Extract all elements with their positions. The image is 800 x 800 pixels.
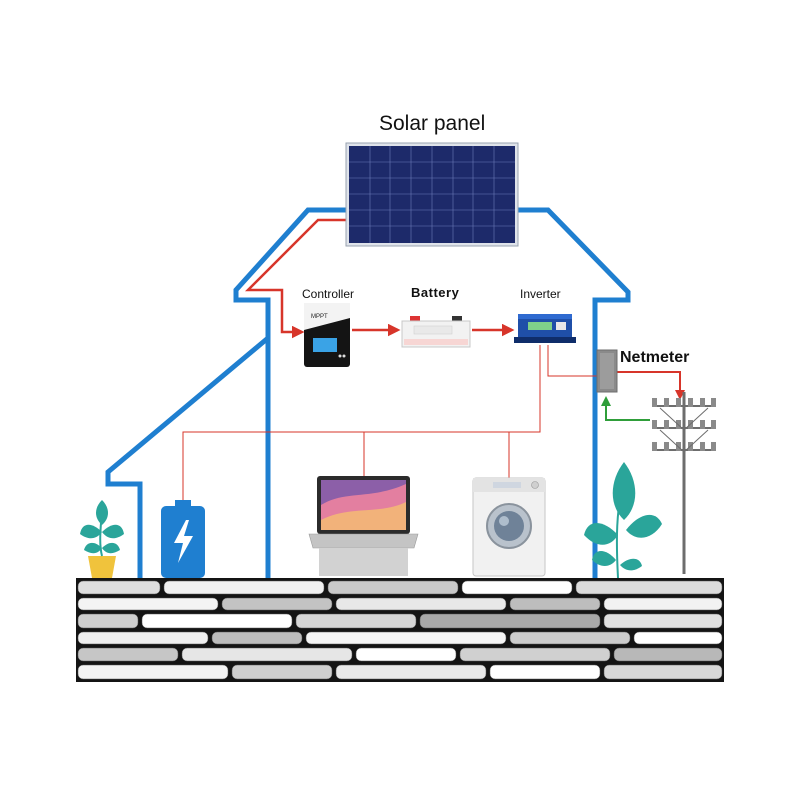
battery-label: Battery bbox=[411, 285, 460, 300]
panel-to-controller-wire bbox=[244, 218, 348, 339]
solar-panel-label: Solar panel bbox=[379, 112, 486, 135]
house-roof-left bbox=[233, 207, 346, 578]
charge-controller-icon: MPPT bbox=[304, 303, 350, 367]
power-pole-icon bbox=[652, 392, 716, 574]
garden-plant-icon bbox=[584, 462, 662, 579]
controller-label: Controller bbox=[302, 287, 355, 301]
washing-machine-icon bbox=[472, 477, 546, 577]
netmeter-icon bbox=[596, 349, 618, 393]
house-annex bbox=[105, 336, 270, 578]
potted-plant-icon bbox=[80, 500, 124, 578]
netmeter-label: Netmeter bbox=[620, 349, 690, 366]
inverter-icon bbox=[514, 314, 576, 343]
laptop-icon bbox=[308, 476, 419, 576]
power-bank-icon bbox=[161, 500, 205, 578]
stone-wall bbox=[76, 578, 724, 682]
solar-panel-icon bbox=[345, 142, 519, 247]
battery-icon bbox=[401, 316, 471, 348]
netmeter-to-grid-wire bbox=[616, 371, 685, 400]
ac-wires bbox=[182, 345, 597, 505]
controller-brand-text: MPPT bbox=[311, 314, 328, 320]
inverter-label: Inverter bbox=[520, 287, 561, 301]
dc-wires bbox=[244, 218, 515, 339]
grid-to-netmeter-wire bbox=[601, 396, 650, 421]
